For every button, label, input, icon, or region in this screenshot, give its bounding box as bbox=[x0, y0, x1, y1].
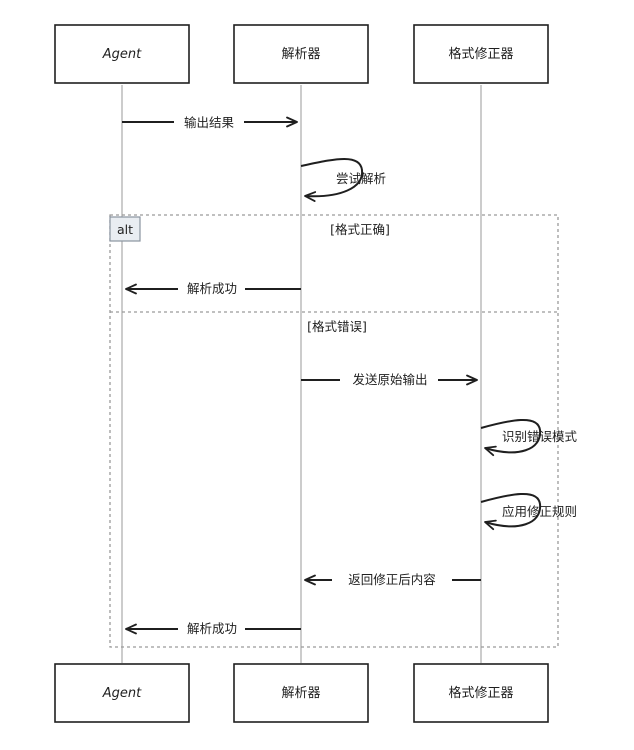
message-parse-success-2: 解析成功 bbox=[125, 621, 301, 636]
alt-tag-box bbox=[109, 216, 141, 242]
message-apply-fix-rules: 应用修正规则 bbox=[480, 492, 577, 531]
participant-label: 格式修正器 bbox=[448, 685, 513, 701]
participant-fixer-top: 格式修正器 bbox=[413, 24, 549, 84]
message-label: 解析成功 bbox=[187, 281, 237, 296]
participant-label: Agent bbox=[102, 47, 142, 62]
message-label: 发送原始输出 bbox=[352, 372, 427, 387]
participant-parser-bottom: 解析器 bbox=[233, 663, 369, 723]
participant-agent-bottom: Agent bbox=[54, 663, 190, 723]
message-identify-error-pattern: 识别错误模式 bbox=[480, 418, 578, 457]
message-label: 输出结果 bbox=[184, 115, 235, 130]
message-parse-success-1: 解析成功 bbox=[125, 281, 301, 296]
alt-guard-2: [格式错误] bbox=[307, 319, 367, 334]
message-output-result: 输出结果 bbox=[122, 115, 298, 130]
message-label: 识别错误模式 bbox=[502, 429, 578, 444]
message-label: 解析成功 bbox=[187, 621, 237, 636]
participant-label: 格式修正器 bbox=[448, 46, 513, 62]
participant-fixer-bottom: 格式修正器 bbox=[413, 663, 549, 723]
participant-label: Agent bbox=[102, 686, 142, 701]
alt-tag: alt bbox=[117, 222, 133, 237]
participant-label: 解析器 bbox=[281, 47, 320, 62]
message-return-fixed-content: 返回修正后内容 bbox=[304, 572, 481, 587]
message-try-parse: 尝试解析 bbox=[300, 157, 386, 202]
message-label: 尝试解析 bbox=[336, 171, 386, 186]
alt-guard-1: [格式正确] bbox=[330, 222, 390, 237]
participant-agent-top: Agent bbox=[54, 24, 190, 84]
participant-label: 解析器 bbox=[281, 686, 320, 701]
participant-parser-top: 解析器 bbox=[233, 24, 369, 84]
message-label: 应用修正规则 bbox=[502, 504, 577, 519]
message-label: 返回修正后内容 bbox=[348, 572, 436, 587]
message-send-raw-output: 发送原始输出 bbox=[301, 372, 478, 387]
alt-frame bbox=[109, 214, 559, 648]
